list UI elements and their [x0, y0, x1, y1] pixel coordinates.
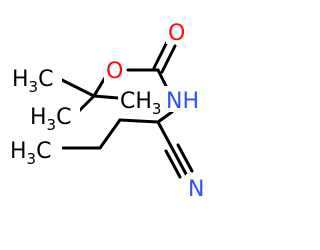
nitrile-triple-bond-c: [164, 149, 182, 179]
nitrile-triple-bond-b: [176, 143, 194, 173]
methyl-2-label: H3C: [30, 105, 71, 134]
methyl-4-label: H3C: [10, 139, 51, 168]
nitrile-triple-bond-a: [170, 146, 188, 176]
carbonyl-double-bond-b: [160, 44, 177, 74]
carbonyl-double-bond-a: [152, 40, 169, 70]
n-alpha-bond: [156, 110, 174, 124]
ester-oxygen-label: O: [106, 59, 123, 84]
tbutyl-bond-2: [92, 94, 120, 100]
amine-nh-label: NH: [166, 89, 199, 114]
atom-labels: O O NH N H3C CH3 H3C H3C: [8, 20, 208, 202]
methyl-3-label: CH3: [120, 89, 161, 118]
methyl-1-label: H3C: [12, 67, 53, 96]
bonds: [60, 40, 194, 179]
structure-canvas: O O NH N H3C CH3 H3C H3C: [8, 20, 208, 202]
tbutyl-bond-1: [60, 78, 96, 98]
nitrile-nitrogen-label: N: [188, 177, 204, 202]
carbonyl-oxygen-label: O: [168, 21, 185, 46]
alpha-ch2-bond: [118, 118, 160, 124]
alpha-nitrile-bond: [156, 120, 174, 150]
ch2-ch2-bond: [98, 118, 122, 150]
